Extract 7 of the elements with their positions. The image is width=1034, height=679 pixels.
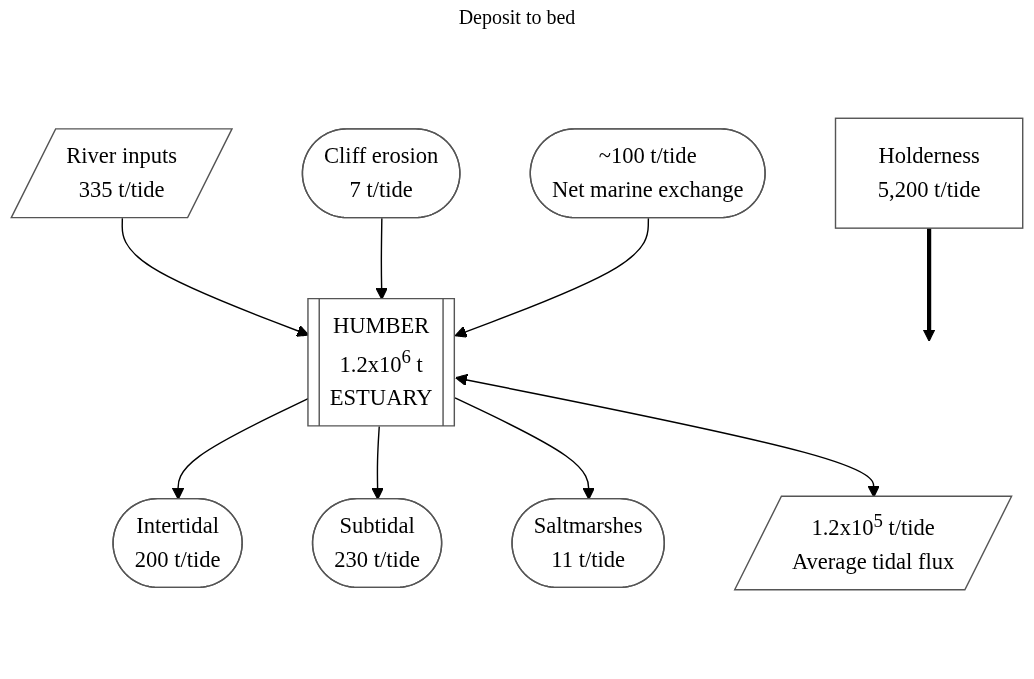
arrow [371, 425, 384, 500]
arrow [454, 397, 595, 500]
arrow [454, 217, 650, 338]
arrow [922, 228, 936, 342]
arrow [455, 373, 880, 498]
group-heading: Deposit to bed [458, 6, 576, 28]
node-box: Holderness 5,200 t/tide [834, 117, 1024, 229]
